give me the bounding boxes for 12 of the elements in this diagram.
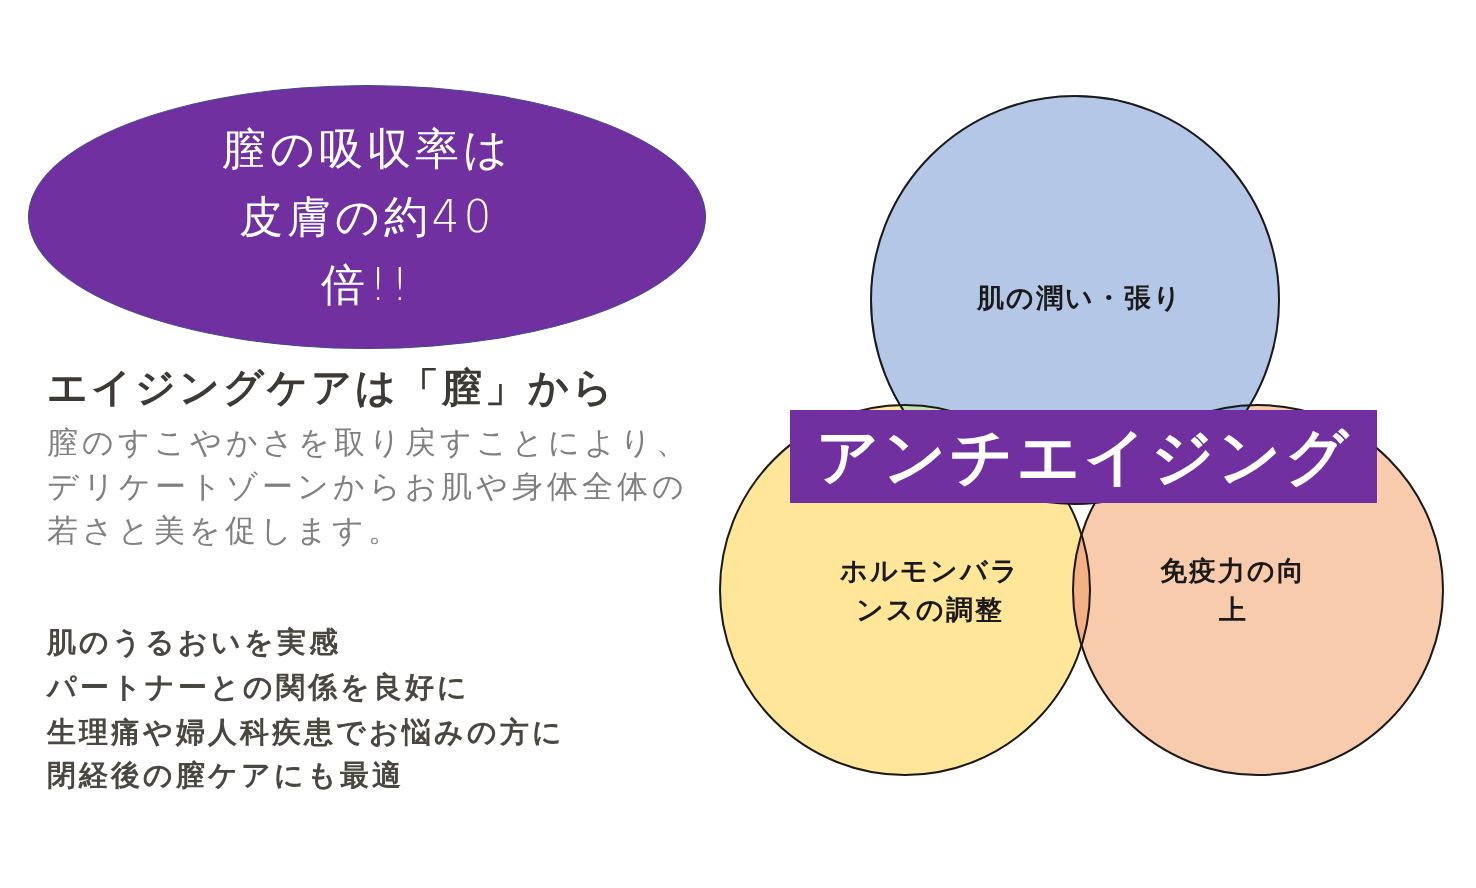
heading-text: エイジングケアは「膣」から	[47, 363, 616, 412]
benefit-text: 肌のうるおいを実感	[47, 624, 341, 661]
callout-text: 膣の吸収率は皮膚の約40倍!!	[221, 121, 513, 313]
description-text: 膣のすこやかさを取り戻すことにより、デリケートゾーンからお肌や身体全体の若さと美を促します。	[47, 423, 692, 550]
benefit-text: パートナーとの関係を良好に	[47, 669, 470, 706]
title-banner	[790, 410, 1377, 503]
circle-label: 免疫力の向上	[1159, 553, 1307, 627]
benefit-text: 生理痛や婦人科疾患でお悩みの方に	[47, 714, 565, 751]
circle-label: 肌の潤い・張り	[976, 281, 1184, 316]
circle-label: ホルモンバランスの調整	[839, 553, 1021, 627]
banner-text: アンチエイジング	[815, 418, 1352, 495]
benefit-text: 閉経後の膣ケアにも最適	[47, 757, 404, 794]
